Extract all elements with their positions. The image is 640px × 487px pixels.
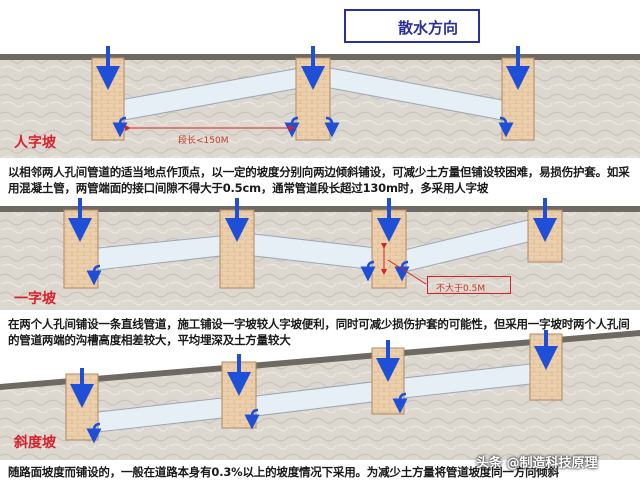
caption-grade-slope: 随路面坡度而铺设的，一般在道路本身有0.3%以上的坡度情况下采用。为减少土方量将… [8, 465, 559, 479]
flow-arrow [360, 260, 376, 282]
ground-surface [0, 330, 640, 390]
flow-arrow [324, 116, 340, 138]
flow-arrow [284, 116, 300, 138]
ground-surface [0, 206, 640, 212]
caption-straight-slope: 在两个人孔间铺设一条直线管道，施工铺设一字坡较人字坡便利，同时可减少损伤护套的可… [8, 317, 630, 347]
section-label-ridge: 人字坡 [14, 135, 56, 151]
flow-arrow [392, 392, 408, 414]
watermark: 头条 @制造科技原理 [476, 456, 598, 471]
flow-arrow [86, 264, 102, 286]
legend-label: 散水方向 [398, 19, 459, 37]
segment-length-note: 段长<150M [178, 136, 229, 146]
section-2-straight-slope [0, 198, 640, 310]
gap-note: 不大于0.5M [436, 284, 486, 294]
caption-ridge-slope: 以相邻两人孔间管道的适当地点作顶点，以一定的坡度分别向两边倾斜铺设，可减少土方量… [8, 165, 630, 195]
flow-arrow [244, 408, 260, 430]
gap-note-box [427, 276, 511, 294]
legend-box: 散水方向 [344, 9, 480, 43]
flow-arrow [86, 422, 102, 444]
section-label-straight: 一字坡 [14, 291, 56, 307]
ground-surface [0, 54, 640, 60]
section-label-grade: 斜度坡 [14, 435, 56, 451]
flow-arrow [112, 116, 128, 138]
section-1-ridge-slope [0, 46, 640, 158]
flow-arrow [394, 260, 410, 282]
leader-line [387, 259, 427, 285]
flow-arrow [498, 116, 514, 138]
section-3-grade-slope [0, 330, 640, 460]
